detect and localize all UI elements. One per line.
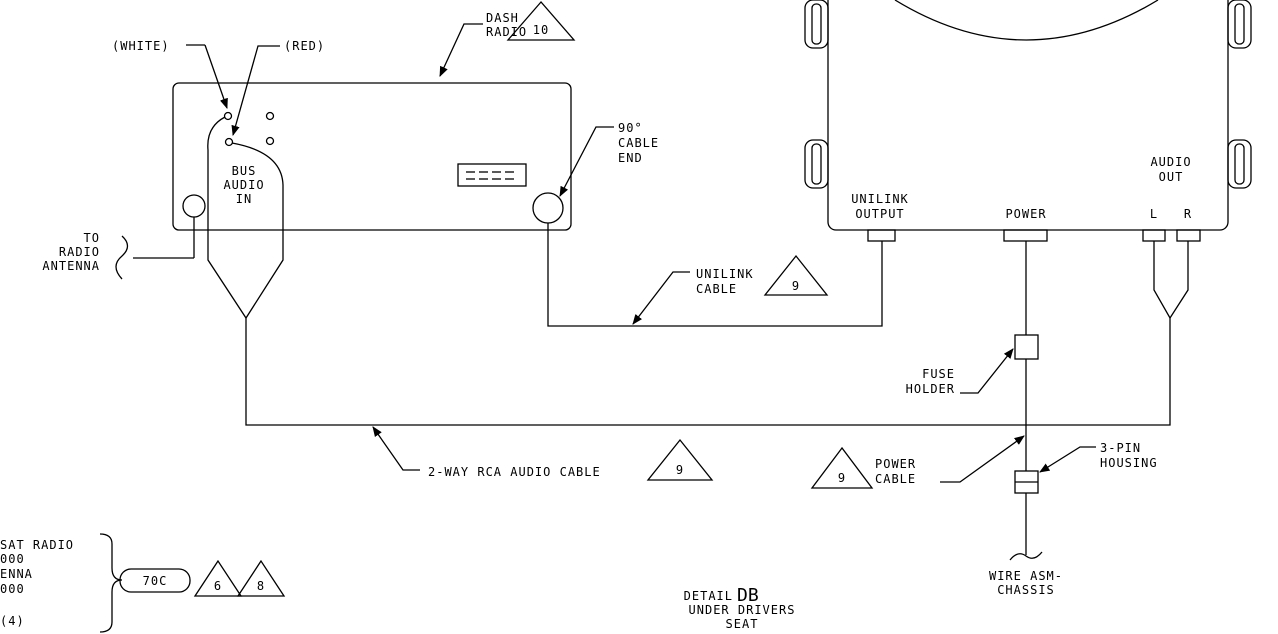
radio-connector (457, 163, 527, 187)
diagram-label: POWER (875, 457, 916, 471)
diagram-label: 2-WAY RCA AUDIO CABLE (428, 465, 601, 479)
note-10-triangle (506, 1, 576, 41)
diagram-label: OUTPUT (855, 207, 904, 221)
diagram-label: SAT RADIO (0, 538, 74, 552)
white-wire-label: (WHITE) (112, 39, 170, 53)
diagram-label: L (1150, 207, 1158, 221)
diagram-label: RADIO (59, 245, 100, 259)
diagram-label: SEAT (726, 617, 759, 631)
diagram-label: 8 (257, 579, 265, 593)
note-8-triangle (236, 559, 286, 597)
diagram-label: HOLDER (906, 382, 955, 396)
callout-70c (119, 568, 191, 593)
diagram-label: 3-PIN (1100, 441, 1141, 455)
diagram-label: CABLE (875, 472, 916, 486)
diagram-label: (4) (0, 614, 25, 628)
rca-cable (207, 116, 284, 320)
diagram-label: END (618, 151, 643, 165)
diagram-label: HOUSING (1100, 456, 1158, 470)
diagram-label: OUT (1159, 170, 1184, 184)
note-9-triangle (810, 446, 874, 489)
bus-audio-in-label: IN (236, 192, 252, 206)
diagram-label: RADIO (486, 25, 527, 39)
diagram-label: DASH (486, 11, 519, 25)
diagram-label: 9 (792, 279, 800, 293)
red-wire-label: (RED) (284, 39, 325, 53)
note-6-triangle (193, 559, 243, 597)
diagram-label: R (1184, 207, 1192, 221)
dash-radio (172, 82, 572, 231)
note-9-triangle (763, 254, 829, 296)
diagram-label: AUDIO (1150, 155, 1191, 169)
diagram-label: ENNA (0, 567, 33, 581)
diagram-label: 000 (0, 582, 25, 596)
note-9-triangle (646, 438, 714, 481)
detail-title: DETAIL (684, 589, 733, 603)
bus-audio-in-label: BUS (232, 164, 257, 178)
diagram-label: FUSE (922, 367, 955, 381)
diagram-label: 9 (838, 471, 846, 485)
unilink-cable (547, 223, 883, 327)
diagram-label: 9 (676, 463, 684, 477)
brace (99, 533, 123, 633)
diagram-label: 000 (0, 552, 25, 566)
diagram-label: 90° (618, 121, 643, 135)
bus-audio-in-label: AUDIO (223, 178, 264, 192)
diagram-label: CHASSIS (997, 583, 1055, 597)
diagram-label: UNILINK (851, 192, 909, 206)
diagram-label: WIRE ASM- (989, 569, 1063, 583)
detail-id: DB (737, 585, 759, 606)
fuse-holder (1014, 334, 1039, 360)
diagram-label: 6 (214, 579, 222, 593)
diagram-label: 10 (533, 23, 549, 37)
diagram-label: TO (84, 231, 100, 245)
diagram-label: 70C (143, 574, 168, 588)
diagram-label: CABLE (618, 136, 659, 150)
diagram-label: CABLE (696, 282, 737, 296)
diagram-label: UNDER DRIVERS (689, 603, 796, 617)
diagram-label: UNILINK (696, 267, 754, 281)
diagram-label: POWER (1005, 207, 1046, 221)
diagram-label: ANTENNA (42, 259, 100, 273)
